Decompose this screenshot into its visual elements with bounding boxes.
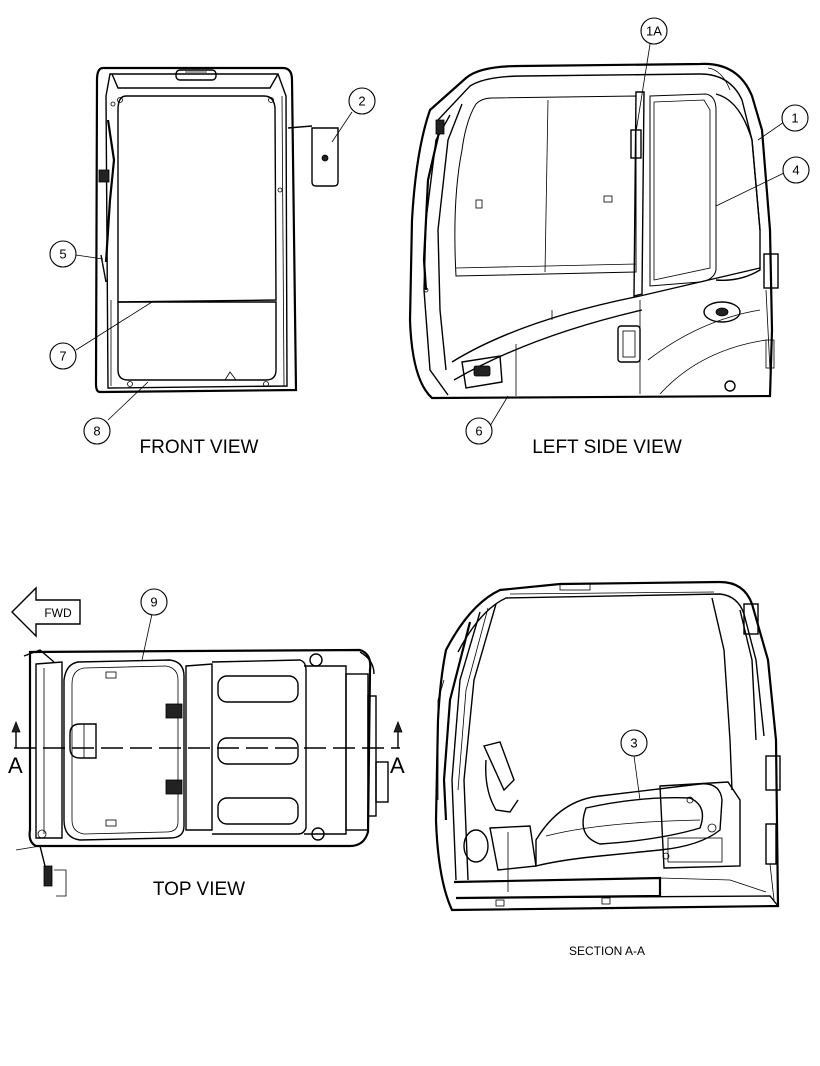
callout-8: 8: [83, 417, 111, 445]
callout-3: 3: [620, 729, 648, 757]
callout-4: 4: [782, 156, 810, 184]
section-marker-left: A: [8, 753, 23, 778]
callout-7: 7: [49, 342, 77, 370]
svg-text:3: 3: [630, 736, 637, 751]
front-view: [94, 66, 339, 394]
left-side-view-label: LEFT SIDE VIEW: [532, 437, 682, 458]
svg-text:8: 8: [93, 424, 100, 439]
svg-text:5: 5: [59, 247, 66, 262]
callout-1a: 1A: [640, 17, 668, 45]
callout-5: 5: [49, 240, 77, 268]
svg-text:7: 7: [59, 349, 66, 364]
section-marker-right: A: [390, 753, 405, 778]
front-view-label: FRONT VIEW: [140, 437, 259, 458]
callout-9: 9: [140, 588, 168, 616]
section-view-label: SECTION A-A: [569, 944, 645, 958]
svg-text:9: 9: [150, 595, 157, 610]
callout-1: 1: [781, 104, 809, 132]
fwd-label: FWD: [44, 606, 72, 620]
svg-text:1: 1: [791, 111, 798, 126]
callout-6: 6: [465, 417, 493, 445]
svg-text:6: 6: [475, 424, 482, 439]
left-side-view-callouts: 1A 1 4 6: [465, 17, 810, 445]
left-side-view: [408, 62, 779, 400]
front-view-callouts: 5 7 8 2: [49, 87, 376, 445]
callout-2: 2: [348, 87, 376, 115]
svg-text:1A: 1A: [646, 24, 662, 39]
fwd-arrow: [11, 586, 81, 638]
top-view-callouts: 9: [140, 588, 168, 661]
svg-text:2: 2: [358, 94, 365, 109]
section-view-callouts: 3: [620, 729, 648, 801]
section-view: [434, 580, 781, 912]
top-view: FWD: [11, 586, 403, 897]
svg-text:4: 4: [792, 163, 799, 178]
top-view-label: TOP VIEW: [153, 879, 245, 900]
